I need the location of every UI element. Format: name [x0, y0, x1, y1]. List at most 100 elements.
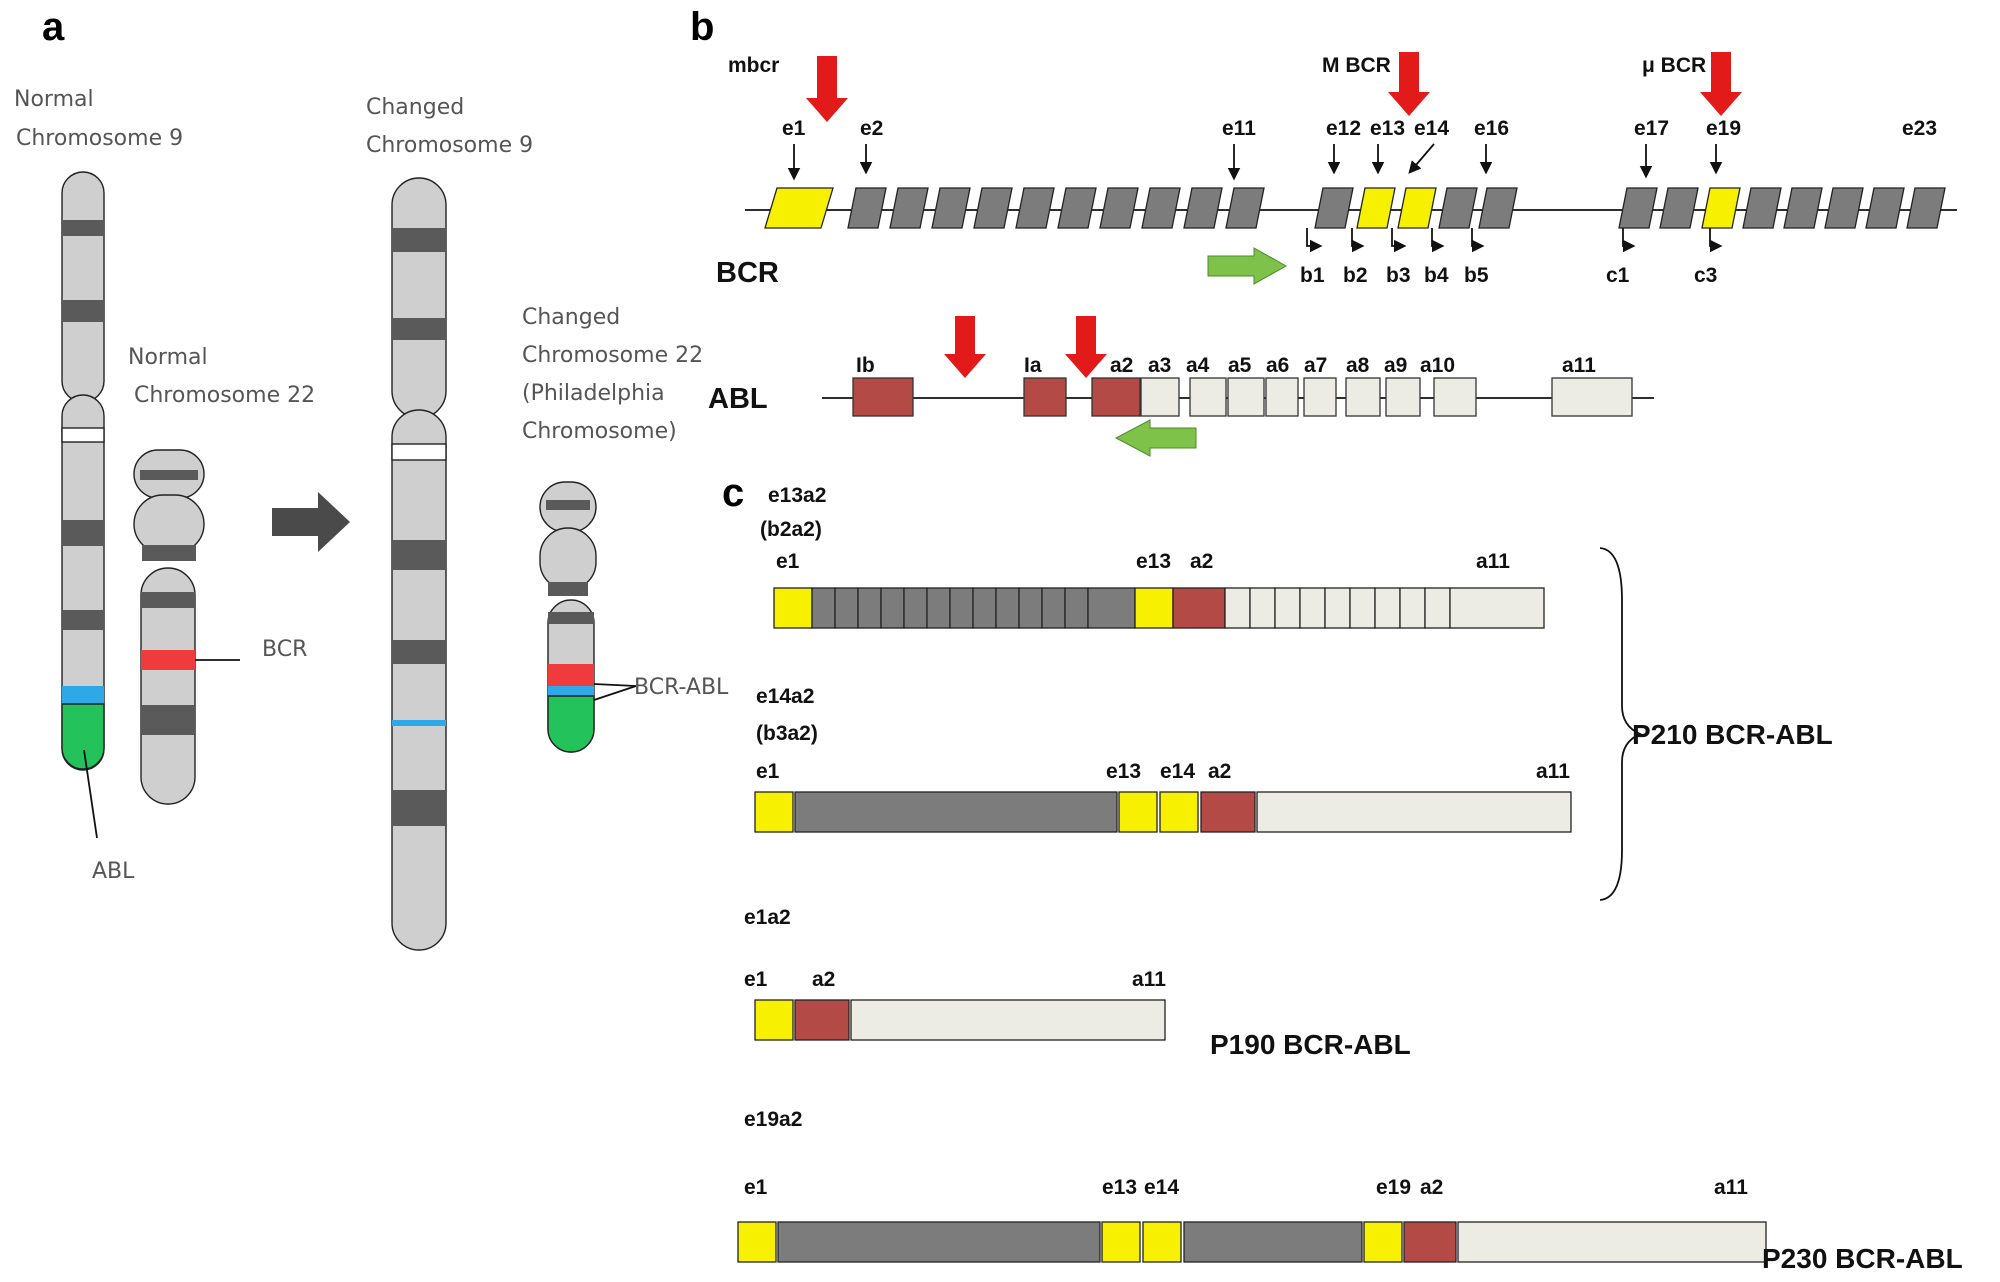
abl-exon — [852, 377, 914, 417]
transcript-exon — [1118, 791, 1158, 833]
bcr-gene-label: BCR — [716, 257, 779, 289]
transcript-exon — [1018, 587, 1043, 629]
transcript-exon — [1374, 587, 1401, 629]
exon-label: e1 — [776, 550, 800, 573]
exon-label: e1 — [756, 760, 780, 783]
bcr-exon — [1397, 187, 1437, 229]
exon-label: e1 — [744, 1176, 768, 1199]
transcript-name: e13a2 — [768, 484, 826, 507]
exon-label: e13 — [1102, 1176, 1137, 1199]
abl-label-a2: a2 — [1110, 354, 1133, 377]
intron-pointer-arrows — [1306, 228, 1723, 253]
changed-chr22-label-line4: Chromosome) — [522, 419, 677, 444]
exon-label: e14 — [1144, 1176, 1179, 1199]
abl-exon — [1551, 377, 1633, 417]
bcr-exon — [1618, 187, 1658, 229]
exon-pointer-arrows — [787, 143, 1723, 181]
bcr-exon — [1701, 187, 1741, 229]
transcript-exon — [1256, 791, 1572, 833]
right-arrow-icon — [1207, 247, 1288, 285]
exon-label: a11 — [1132, 968, 1166, 991]
right-arrow-icon — [272, 492, 350, 552]
bcr-exon — [1478, 187, 1518, 229]
exon-label-e16: e16 — [1474, 117, 1509, 140]
abl-label-a7: a7 — [1304, 354, 1327, 377]
transcript-exon — [1087, 587, 1136, 629]
bcr-exon — [889, 187, 929, 229]
bcr-exon — [1015, 187, 1055, 229]
breakpoint-arrow-icon — [806, 56, 848, 122]
abl-label-a3: a3 — [1148, 354, 1171, 377]
bcr-exon — [1742, 187, 1782, 229]
abl-label-a9: a9 — [1384, 354, 1407, 377]
transcript-exon — [737, 1221, 777, 1263]
transcript-exon — [1064, 587, 1089, 629]
bcr-exon — [1356, 187, 1396, 229]
transcript-exon — [850, 999, 1166, 1041]
transcript-exon — [1449, 587, 1545, 629]
normal-chr22-label-line2: Chromosome 22 — [134, 383, 315, 408]
exon-label: a2 — [1208, 760, 1231, 783]
transcript-name: e14a2 — [756, 685, 814, 708]
abl-label-a11: a11 — [1562, 354, 1596, 377]
region-mbcr-label: mbcr — [728, 54, 779, 77]
abl-label-a10: a10 — [1420, 354, 1455, 377]
transcript-exon — [1159, 791, 1199, 833]
transcript-exon — [1172, 587, 1226, 629]
transcript-exon — [1457, 1221, 1767, 1263]
panel-c: c e13a2 (b2a2) e14a2 (b3a2) e1a2 e19a2 e… — [722, 471, 1963, 1274]
transcript-exon — [995, 587, 1020, 629]
bcr-exon — [1183, 187, 1223, 229]
normal-chr22-label-line1: Normal — [128, 345, 208, 370]
transcript-name: e1a2 — [744, 906, 791, 929]
exon-label: a2 — [1420, 1176, 1443, 1199]
exon-label: e19 — [1376, 1176, 1411, 1199]
product-p230-label: P230 BCR-ABL — [1762, 1243, 1963, 1274]
transcript-exon — [794, 791, 1118, 833]
transcript-e19a2 — [737, 1221, 1767, 1263]
exon-label: a11 — [1536, 760, 1570, 783]
transcript-exon — [1134, 587, 1174, 629]
transcript-alt-name: (b3a2) — [756, 722, 818, 745]
bcr-exon — [1783, 187, 1823, 229]
abl-exon — [1227, 377, 1265, 417]
transcript-exon — [1274, 587, 1301, 629]
panel-a: a Normal Chromosome 9 ABL — [14, 5, 729, 951]
exon-label-e17: e17 — [1634, 117, 1669, 140]
transcript-exon — [1224, 587, 1251, 629]
transcript-exon — [1041, 587, 1066, 629]
bcr-exon — [847, 187, 887, 229]
exon-label-e11: e11 — [1222, 117, 1256, 140]
intron-label-b2: b2 — [1343, 264, 1368, 287]
bcr-band-label: BCR — [262, 637, 307, 662]
abl-exons — [852, 377, 1633, 417]
exon-label: a2 — [812, 968, 835, 991]
changed-chr9-label-line2: Chromosome 9 — [366, 133, 533, 158]
transcript-exon — [1324, 587, 1351, 629]
bcr-exon — [931, 187, 971, 229]
transcript-exon — [811, 587, 836, 629]
bcr-exon — [973, 187, 1013, 229]
abl-exon — [1140, 377, 1180, 417]
transcript-exon — [857, 587, 882, 629]
transcript-exon — [1363, 1221, 1403, 1263]
exon-label-e2: e2 — [860, 117, 883, 140]
panel-a-label: a — [42, 5, 65, 49]
transcript-exon — [972, 587, 997, 629]
panel-c-label: c — [722, 471, 744, 515]
transcript-exon — [1142, 1221, 1182, 1263]
bcr-exon — [1438, 187, 1478, 229]
transcript-exon — [1349, 587, 1376, 629]
transcript-exon — [1200, 791, 1256, 833]
normal-chromosome-9 — [61, 171, 105, 839]
philadelphia-chromosome — [539, 481, 637, 753]
normal-chr9-label-line1: Normal — [14, 87, 94, 112]
abl-label-a6: a6 — [1266, 354, 1289, 377]
abl-label-a8: a8 — [1346, 354, 1370, 377]
transcript-exon — [754, 999, 794, 1041]
breakpoint-arrow-icon — [944, 316, 986, 378]
transcript-exon — [777, 1221, 1101, 1263]
breakpoint-arrow-icon — [1065, 316, 1107, 378]
abl-exon — [1433, 377, 1477, 417]
bcr-exon — [1906, 187, 1946, 229]
